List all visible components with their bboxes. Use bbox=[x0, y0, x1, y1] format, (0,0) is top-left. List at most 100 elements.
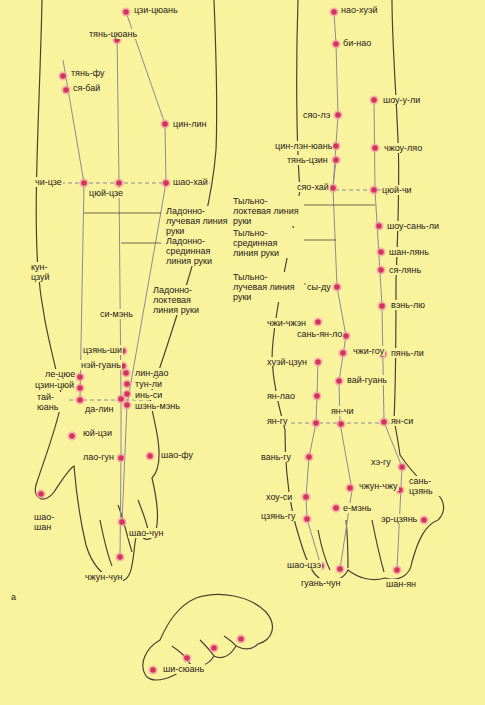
acupoint-dot bbox=[313, 420, 319, 426]
arm-outlines bbox=[35, 0, 443, 680]
joint-lines bbox=[40, 183, 398, 423]
point-label: цин-лин bbox=[172, 119, 207, 129]
acupoint-dot bbox=[376, 223, 382, 229]
point-label: си-мэнь bbox=[99, 309, 134, 319]
point-label: ле-цюе bbox=[44, 369, 76, 379]
point-label: вай-гуань bbox=[346, 375, 388, 385]
point-label: а bbox=[10, 592, 17, 602]
acupoint-halo bbox=[334, 376, 343, 385]
acupoint-dots bbox=[36, 7, 428, 674]
acupoint-dot bbox=[118, 396, 124, 402]
point-label: ян-лао bbox=[266, 391, 296, 401]
point-label: пянь-ли bbox=[390, 348, 425, 358]
acupoint-dot bbox=[119, 519, 125, 525]
acupoint-dot bbox=[211, 645, 217, 651]
acupoint-dot bbox=[335, 112, 341, 118]
point-label: нао-хуэй bbox=[340, 5, 379, 15]
point-label: ши-сюань bbox=[162, 664, 205, 674]
point-label: шао-цзэ bbox=[286, 560, 322, 570]
acupoint-dot bbox=[347, 485, 353, 491]
acupoint-halo bbox=[148, 665, 157, 674]
point-label: цзянь-гу bbox=[260, 511, 297, 521]
line-label: Ладонно-локтевая линия руки bbox=[152, 285, 216, 315]
acupoint-dot bbox=[303, 494, 309, 500]
point-label: цзи-цюань bbox=[133, 5, 179, 15]
acupoint-halo bbox=[75, 372, 84, 381]
acupoint-dot bbox=[116, 180, 122, 186]
meridian-line bbox=[117, 30, 121, 557]
acupoint-halo bbox=[122, 400, 131, 409]
line-label: шао-шан bbox=[33, 512, 65, 532]
line-label: тай-юань bbox=[36, 392, 68, 412]
acupoint-dot bbox=[60, 73, 66, 79]
acupoint-halo bbox=[61, 85, 70, 94]
point-label: шан-ян bbox=[385, 579, 417, 589]
point-label: эр-цзянь bbox=[380, 514, 418, 524]
point-label: шао-чун bbox=[128, 528, 164, 538]
acupoint-dot bbox=[147, 453, 153, 459]
acupoint-dot bbox=[337, 566, 343, 572]
acupoint-halo bbox=[304, 452, 313, 461]
leader-line bbox=[304, 240, 336, 241]
point-label: лао-гун bbox=[82, 452, 115, 462]
acupoint-dot bbox=[336, 378, 342, 384]
hand-crease bbox=[172, 636, 236, 664]
acupoint-halo bbox=[122, 379, 131, 388]
acupoint-halo bbox=[336, 419, 345, 428]
point-label: шэнь-мэнь bbox=[134, 401, 181, 411]
acupoint-dot bbox=[421, 517, 427, 523]
point-label: вань-гу bbox=[260, 452, 292, 462]
point-label: хоу-си bbox=[265, 492, 293, 502]
acupoint-dot bbox=[150, 667, 156, 673]
acupoint-dot bbox=[371, 187, 377, 193]
point-label: инь-си bbox=[134, 390, 163, 400]
acupoint-halo bbox=[114, 178, 123, 187]
palm-arm-outline bbox=[35, 0, 217, 581]
acupoint-dot bbox=[333, 157, 339, 163]
acupoint-halo bbox=[67, 431, 76, 440]
acupoint-halo bbox=[311, 418, 320, 427]
acupoint-dot bbox=[117, 554, 123, 560]
acupoint-halo bbox=[379, 417, 388, 426]
line-label: сань-цзянь bbox=[408, 476, 446, 496]
point-label: юй-цзи bbox=[82, 428, 113, 438]
acupoint-dot bbox=[69, 433, 75, 439]
point-label: нэй-гуань bbox=[80, 360, 122, 370]
meridian-lines bbox=[63, 12, 402, 570]
point-label: чжун-чжу bbox=[358, 481, 399, 491]
point-label: цзин-цюй bbox=[34, 380, 75, 390]
acupoint-halo bbox=[331, 39, 340, 48]
acupoint-dot bbox=[238, 636, 244, 642]
acupoint-dot bbox=[343, 333, 349, 339]
acupoint-halo bbox=[36, 489, 45, 498]
acupoint-halo bbox=[338, 348, 347, 357]
point-label: цин-лэн-юань bbox=[274, 141, 333, 151]
acupoint-halo bbox=[331, 155, 340, 164]
acupoint-dot bbox=[378, 249, 384, 255]
acupoint-dot bbox=[399, 464, 405, 470]
point-label: сы-ду bbox=[306, 282, 332, 292]
meridian-line bbox=[333, 12, 352, 569]
meridian-line bbox=[122, 12, 166, 522]
meridian-line bbox=[306, 160, 336, 566]
leader-line bbox=[304, 205, 375, 206]
line-label: кун-цзуй bbox=[30, 262, 60, 282]
acupoint-halo bbox=[345, 483, 354, 492]
acupoint-dot bbox=[124, 381, 130, 387]
acupoint-halo bbox=[370, 143, 379, 152]
acupoint-dot bbox=[338, 421, 344, 427]
point-label: ян-си bbox=[390, 416, 414, 426]
acupoint-halo bbox=[161, 178, 170, 187]
point-label: сяо-лэ bbox=[302, 110, 331, 120]
acupoint-halo bbox=[313, 357, 322, 366]
acupoint-halo bbox=[397, 462, 406, 471]
point-label: лин-дао bbox=[134, 368, 170, 378]
acupoint-halo bbox=[121, 7, 130, 16]
acupoint-dot bbox=[394, 567, 400, 573]
acupoint-halo bbox=[122, 389, 131, 398]
point-label: чи-цзе bbox=[34, 177, 63, 187]
acupoint-halo bbox=[116, 453, 125, 462]
point-label: сань-ян-ло bbox=[296, 329, 343, 339]
point-label: шао-хай bbox=[172, 177, 209, 187]
acupoint-halo bbox=[376, 247, 385, 256]
